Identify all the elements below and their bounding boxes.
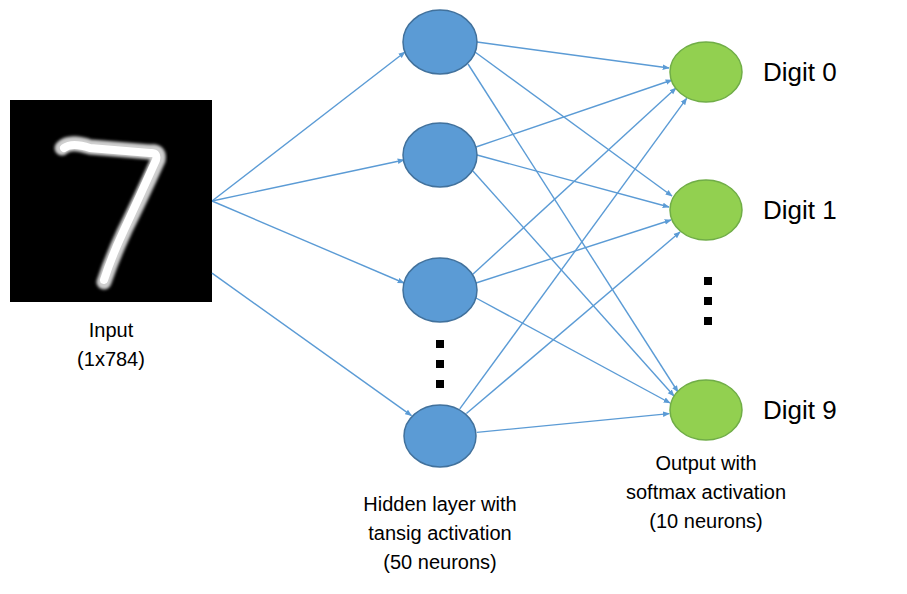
- hidden-neuron: Hidden layer with tansig activation (50 …: [403, 404, 477, 468]
- mnist-digit-image: [10, 100, 212, 302]
- digit-label: Digit 9: [763, 395, 837, 425]
- ellipsis-dots: [436, 277, 712, 388]
- connection-arrow: [460, 98, 687, 409]
- connection-arrow: [466, 232, 680, 414]
- hidden-layer-caption: Hidden layer with tansig activation (50 …: [352, 490, 528, 577]
- output-neuron: Digit 0: [669, 41, 743, 103]
- input-label: Input (1x784): [56, 316, 166, 374]
- neuron-outline: [669, 41, 743, 103]
- hidden-neurons: [403, 10, 477, 322]
- neuron-outline: [403, 404, 477, 468]
- connection-lines: [212, 42, 678, 403]
- connection-arrow: [212, 273, 411, 415]
- neuron-outline: [669, 379, 743, 441]
- neuron-outline: [669, 179, 743, 241]
- output-layer-caption: Output with softmax activation (10 neuro…: [618, 449, 794, 536]
- connection-arrow: [477, 414, 669, 433]
- output-neuron: Digit 9Output with softmax activation (1…: [669, 379, 743, 441]
- input-image: Input (1x784): [10, 100, 212, 302]
- output-neuron: Digit 1: [669, 179, 743, 241]
- digit-label: Digit 1: [763, 195, 837, 225]
- digit-label: Digit 0: [763, 57, 837, 87]
